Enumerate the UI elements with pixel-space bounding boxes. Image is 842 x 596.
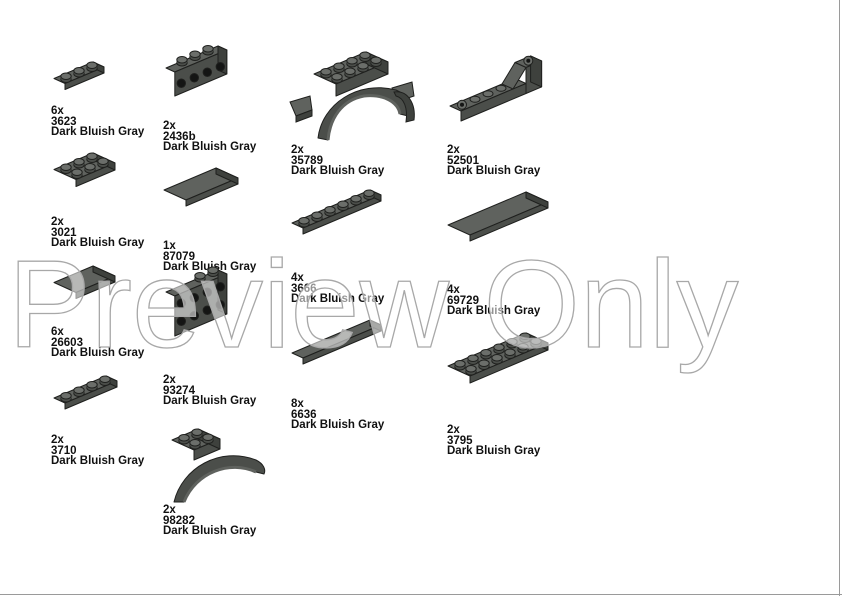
part-number: 69729 bbox=[447, 294, 479, 307]
slope-inverted-1x6-icon bbox=[449, 55, 543, 122]
part-label: 4x 3666 Dark Bluish Gray bbox=[291, 273, 384, 305]
part-qty: 2x bbox=[163, 120, 176, 132]
part-color: Dark Bluish Gray bbox=[163, 261, 257, 273]
part-label: 4x 69729 Dark Bluish Gray bbox=[447, 285, 540, 317]
part-color: Dark Bluish Gray bbox=[163, 141, 257, 153]
part-qty: 1x bbox=[163, 240, 176, 252]
part-number: 3021 bbox=[51, 226, 77, 239]
part-label: 2x 98282 Dark Bluish Gray bbox=[163, 505, 256, 537]
page-edge-bottom bbox=[0, 594, 842, 595]
part-color: Dark Bluish Gray bbox=[163, 525, 257, 537]
part-label: 2x 3021 Dark Bluish Gray bbox=[51, 217, 144, 249]
part-label: 6x 3623 Dark Bluish Gray bbox=[51, 106, 144, 138]
part-number: 3666 bbox=[291, 282, 317, 295]
mudguard-arch-icon bbox=[289, 51, 415, 141]
bracket-1x2-2x4-icon bbox=[165, 266, 228, 337]
part-number: 52501 bbox=[447, 154, 479, 167]
part-qty: 2x bbox=[51, 216, 64, 228]
part-qty: 2x bbox=[291, 144, 304, 156]
tile-2x6-icon bbox=[447, 191, 549, 242]
bracket-1x2-1x4-icon bbox=[165, 45, 228, 97]
part-qty: 8x bbox=[291, 398, 304, 410]
plate-2x3-icon bbox=[53, 152, 116, 187]
part-label: 8x 6636 Dark Bluish Gray bbox=[291, 399, 384, 431]
part-color: Dark Bluish Gray bbox=[51, 237, 145, 249]
part-number: 3795 bbox=[447, 434, 473, 447]
part-label: 2x 2436b Dark Bluish Gray bbox=[163, 121, 256, 153]
part-qty: 6x bbox=[51, 105, 64, 117]
part-number: 3623 bbox=[51, 115, 77, 128]
part-label: 2x 35789 Dark Bluish Gray bbox=[291, 145, 384, 177]
part-label: 2x 52501 Dark Bluish Gray bbox=[447, 145, 540, 177]
part-color: Dark Bluish Gray bbox=[291, 419, 385, 431]
part-color: Dark Bluish Gray bbox=[51, 455, 145, 467]
part-label: 2x 3795 Dark Bluish Gray bbox=[447, 425, 540, 457]
tile-2x3-icon bbox=[53, 265, 116, 299]
plate-1x3-icon bbox=[53, 61, 105, 90]
part-color: Dark Bluish Gray bbox=[291, 293, 385, 305]
part-qty: 2x bbox=[163, 374, 176, 386]
part-number: 87079 bbox=[163, 250, 195, 263]
part-qty: 6x bbox=[51, 326, 64, 338]
mudguard-2x4-icon bbox=[171, 428, 266, 503]
part-number: 35789 bbox=[291, 154, 323, 167]
part-number: 93274 bbox=[163, 384, 195, 397]
part-label: 1x 87079 Dark Bluish Gray bbox=[163, 241, 256, 273]
tile-1x6-icon bbox=[291, 319, 382, 365]
part-label: 2x 93274 Dark Bluish Gray bbox=[163, 375, 256, 407]
part-color: Dark Bluish Gray bbox=[447, 305, 541, 317]
tile-2x4-icon bbox=[163, 167, 239, 207]
plate-2x6-icon bbox=[447, 332, 549, 384]
plate-1x4-icon bbox=[53, 375, 118, 410]
part-qty: 2x bbox=[163, 504, 176, 516]
part-label: 2x 3710 Dark Bluish Gray bbox=[51, 435, 144, 467]
part-color: Dark Bluish Gray bbox=[447, 445, 541, 457]
part-color: Dark Bluish Gray bbox=[163, 395, 257, 407]
part-color: Dark Bluish Gray bbox=[51, 126, 145, 138]
part-qty: 2x bbox=[447, 424, 460, 436]
part-qty: 4x bbox=[291, 272, 304, 284]
part-number: 2436b bbox=[163, 130, 196, 143]
part-number: 98282 bbox=[163, 514, 195, 527]
part-number: 6636 bbox=[291, 408, 317, 421]
part-color: Dark Bluish Gray bbox=[447, 165, 541, 177]
part-number: 26603 bbox=[51, 336, 83, 349]
part-qty: 2x bbox=[51, 434, 64, 446]
part-number: 3710 bbox=[51, 444, 77, 457]
part-label: 6x 26603 Dark Bluish Gray bbox=[51, 327, 144, 359]
part-qty: 2x bbox=[447, 144, 460, 156]
part-color: Dark Bluish Gray bbox=[291, 165, 385, 177]
part-qty: 4x bbox=[447, 284, 460, 296]
part-color: Dark Bluish Gray bbox=[51, 347, 145, 359]
plate-1x6-icon bbox=[291, 189, 382, 235]
page-edge-right bbox=[839, 0, 840, 596]
